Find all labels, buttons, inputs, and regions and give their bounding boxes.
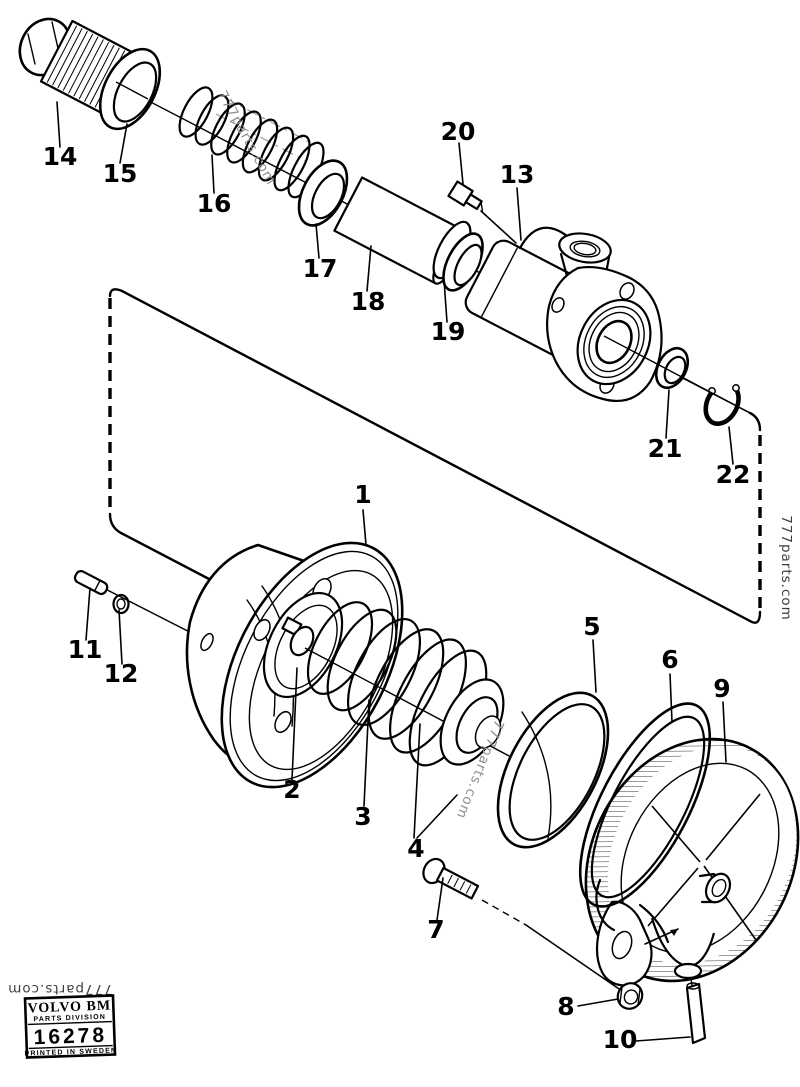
part-19-seal-ring bbox=[442, 232, 484, 292]
part-label-14: 14 bbox=[43, 142, 78, 171]
part-label-12: 12 bbox=[104, 659, 139, 688]
part-label-18: 18 bbox=[351, 287, 386, 316]
part-5-diaphragm bbox=[496, 691, 610, 849]
part-17-collar-ring bbox=[297, 159, 349, 227]
part-label-11: 11 bbox=[68, 635, 103, 664]
watermark-bottom-flipped: 777parts.com bbox=[7, 981, 113, 997]
callout-labels: 1 2 3 4 5 6 7 8 9 10 11 12 13 14 15 16 1… bbox=[43, 117, 751, 1054]
part-label-21: 21 bbox=[648, 434, 683, 463]
grommet bbox=[673, 962, 703, 980]
clevis-fork bbox=[595, 900, 679, 987]
part-20-bleeder-screw bbox=[447, 180, 517, 244]
part-label-22: 22 bbox=[716, 460, 751, 489]
part-15-ring bbox=[98, 47, 162, 131]
part-label-10: 10 bbox=[603, 1025, 638, 1054]
part-label-20: 20 bbox=[441, 117, 476, 146]
part-13-cylinder-body bbox=[464, 226, 663, 403]
part-label-4: 4 bbox=[407, 834, 424, 863]
watermark-diagonal-top: 777parts.com bbox=[214, 88, 279, 188]
hose-fitting bbox=[698, 872, 732, 904]
part-label-13: 13 bbox=[500, 160, 535, 189]
part-label-3: 3 bbox=[354, 802, 371, 831]
part-8-nut bbox=[616, 982, 644, 1010]
part-3-spring bbox=[306, 601, 488, 767]
part-label-8: 8 bbox=[557, 992, 574, 1021]
part-label-15: 15 bbox=[103, 159, 138, 188]
callout-leader-lines bbox=[56, 101, 734, 1042]
flange-bolt-hole bbox=[551, 297, 565, 313]
part-label-5: 5 bbox=[583, 612, 600, 641]
part-label-16: 16 bbox=[197, 189, 232, 218]
part-label-17: 17 bbox=[303, 254, 338, 283]
part-label-1: 1 bbox=[354, 480, 371, 509]
flange-bolt-hole bbox=[619, 282, 635, 300]
volvo-bm-logo-box: VOLVO BM PARTS DIVISION 16278 PRINTED IN… bbox=[23, 994, 117, 1059]
part-label-9: 9 bbox=[713, 674, 730, 703]
part-6-clamp-ring bbox=[578, 702, 712, 932]
box-top-diagonal bbox=[120, 289, 752, 623]
part-2-hub-plate bbox=[262, 591, 344, 699]
part-label-19: 19 bbox=[431, 317, 466, 346]
watermark-right-edge: 777parts.com bbox=[778, 515, 794, 621]
logo-division-text: PARTS DIVISION bbox=[33, 1014, 106, 1024]
part-label-6: 6 bbox=[661, 645, 678, 674]
cover-hole bbox=[253, 618, 271, 642]
part-label-7: 7 bbox=[427, 915, 444, 944]
part-11-pin bbox=[73, 570, 109, 596]
part-12-clip bbox=[112, 593, 130, 615]
part-16-spring bbox=[178, 86, 325, 199]
part-22-circlip bbox=[703, 384, 741, 426]
part-10-tapered-pin bbox=[685, 982, 707, 1045]
logo-footer-text: PRINTED IN SWEDEN bbox=[24, 1047, 117, 1057]
part-label-2: 2 bbox=[283, 775, 300, 804]
part-4-spring-seat bbox=[439, 678, 505, 766]
cover-hole bbox=[274, 710, 292, 734]
part-7-bolt bbox=[422, 857, 623, 992]
logo-brand-text: VOLVO BM bbox=[27, 999, 111, 1017]
figure-number: 16278 bbox=[33, 1024, 107, 1050]
